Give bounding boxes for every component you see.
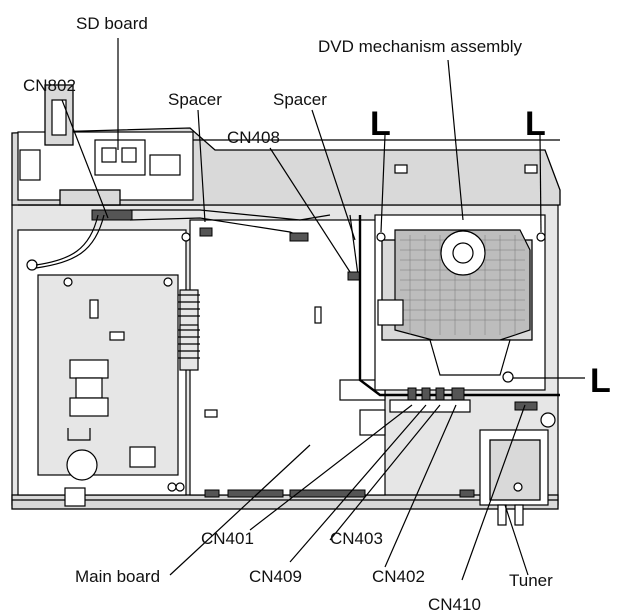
- labels: SD board DVD mechanism assembly CN802 Sp…: [23, 14, 611, 614]
- label-cn802: CN802: [23, 76, 76, 95]
- label-cn402: CN402: [372, 567, 425, 586]
- label-cn403: CN403: [330, 529, 383, 548]
- label-spacer-left: Spacer: [168, 90, 222, 109]
- main-board: [129, 209, 475, 498]
- label-main-board: Main board: [75, 567, 160, 586]
- label-cn409: CN409: [249, 567, 302, 586]
- tuner: [479, 401, 556, 526]
- label-cn401: CN401: [201, 529, 254, 548]
- power-board: [17, 214, 187, 507]
- label-spacer-right: Spacer: [273, 90, 327, 109]
- label-tuner: Tuner: [509, 571, 553, 590]
- label-l-lower: L: [590, 362, 611, 400]
- label-cn408: CN408: [227, 128, 280, 147]
- label-l-left: L: [370, 105, 391, 143]
- label-l-right: L: [525, 105, 546, 143]
- label-dvd-mechanism: DVD mechanism assembly: [318, 37, 523, 56]
- sd-board: [17, 84, 200, 221]
- label-sd-board: SD board: [76, 14, 148, 33]
- dvd-mechanism: [358, 214, 560, 413]
- label-cn410: CN410: [428, 595, 481, 614]
- leader-lines: [61, 38, 585, 581]
